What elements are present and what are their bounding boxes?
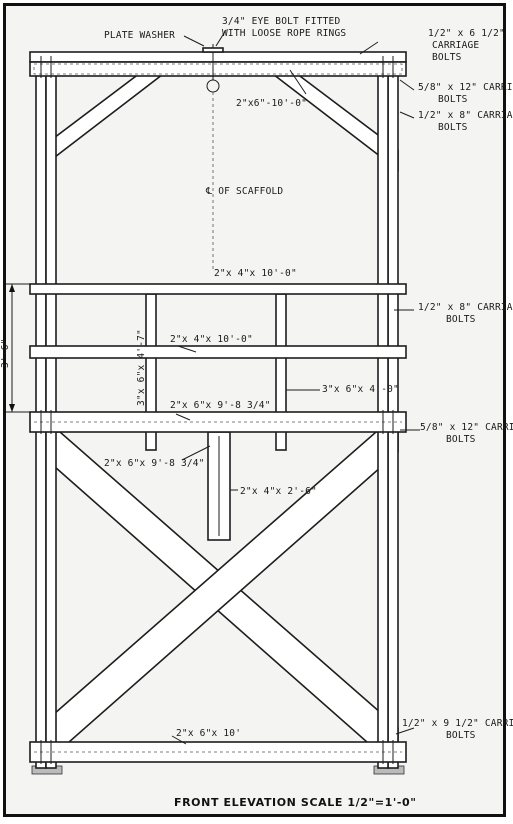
label-deck-beam: 2"x 6"x 9'-8 3/4": [170, 400, 271, 411]
label-carriage-9half-1: 1/2" x 9 1/2" CARRIAGE: [402, 718, 513, 729]
rail-upper: [29, 283, 407, 295]
label-carriage-8-top-1: 1/2" x 8" CARRIAGE: [418, 110, 513, 121]
label-plate-washer: PLATE WASHER: [104, 30, 175, 41]
top-beam: [29, 61, 407, 77]
label-deck-beam-2: 2"x 6"x 9'-8 3/4": [104, 458, 205, 469]
label-rail-upper: 2"x 4"x 10'-0": [214, 268, 297, 279]
label-top-beam: 2"x6"-10'-0": [236, 98, 307, 109]
deck-beam: [29, 411, 407, 433]
label-carriage-12-top-1: 5/8" x 12" CARRIAGE: [418, 82, 513, 93]
rail-mid: [29, 345, 407, 359]
label-dimension-height: 3'-6": [0, 338, 11, 368]
label-post-right: 3"x 6"x 4'-0": [322, 384, 399, 395]
label-carriage-9half-2: BOLTS: [446, 730, 476, 741]
label-centerline: ℄ OF SCAFFOLD: [205, 186, 283, 197]
label-carriage-12-mid-2: BOLTS: [446, 434, 476, 445]
drawing-title: FRONT ELEVATION SCALE 1/2"=1'-0": [174, 796, 417, 809]
label-carriage-8-mid-2: BOLTS: [446, 314, 476, 325]
label-hanger: 2"x 4"x 2'-6": [240, 486, 317, 497]
label-carriage-12-top-2: BOLTS: [438, 94, 468, 105]
drawing-frame: [3, 3, 506, 817]
label-bottom-beam: 2"x 6"x 10': [176, 728, 241, 739]
label-carriage-8-mid-1: 1/2" x 8" CARRIAGE: [418, 302, 513, 313]
eye-bolt-icon: [206, 79, 220, 93]
label-carriage-bolt-top-3: BOLTS: [432, 52, 462, 63]
top-cap: [29, 51, 407, 63]
label-vertical-post: 3"x 6"x 4'-7": [136, 329, 147, 406]
label-eye-bolt-2: WITH LOOSE ROPE RINGS: [222, 28, 346, 39]
label-carriage-bolt-top-2: CARRIAGE: [432, 40, 479, 51]
bottom-beam: [29, 741, 407, 763]
label-carriage-bolt-top-1: 1/2" x 6 1/2": [428, 28, 505, 39]
label-carriage-12-mid-1: 5/8" x 12" CARRIAGE: [420, 422, 513, 433]
label-carriage-8-top-2: BOLTS: [438, 122, 468, 133]
label-rail-mid: 2"x 4"x 10'-0": [170, 334, 253, 345]
label-eye-bolt-1: 3/4" EYE BOLT FITTED: [222, 16, 340, 27]
dimension-height: [6, 283, 30, 413]
